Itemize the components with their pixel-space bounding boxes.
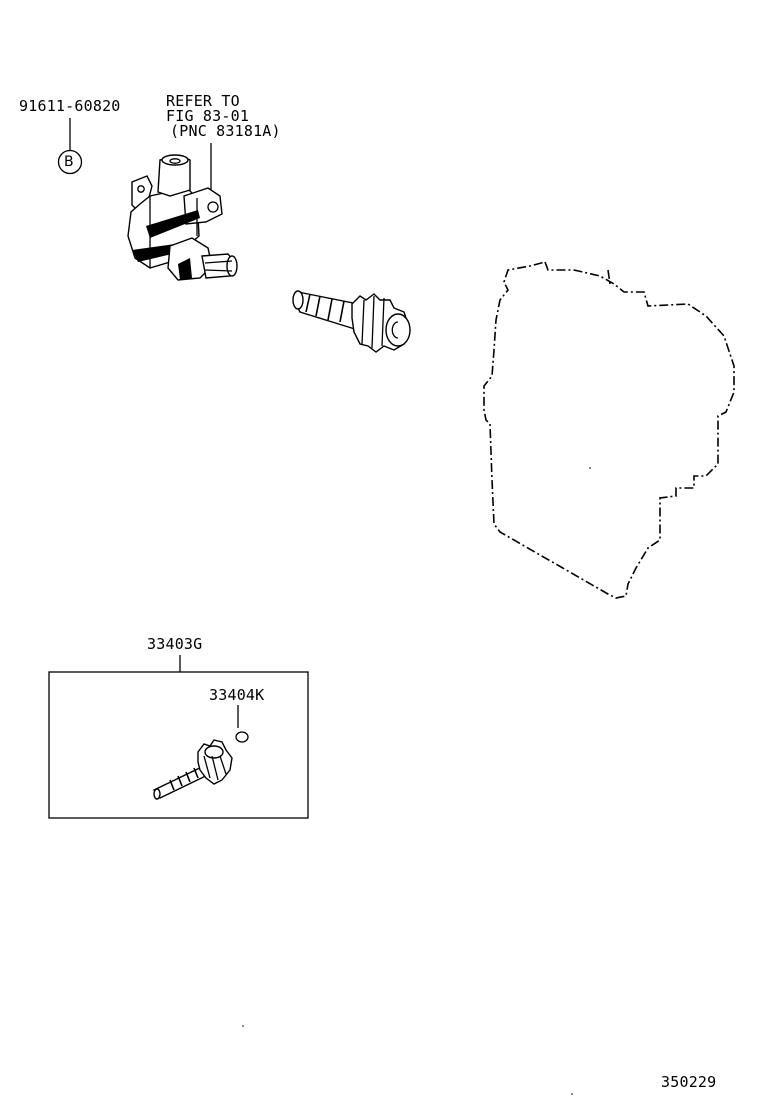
driven-gear-drawing (292, 290, 411, 353)
diagram-id: 350229 (661, 1073, 717, 1091)
bolt-part-number: 91611-60820 (19, 97, 121, 115)
circle-code-label: B (64, 154, 74, 170)
transmission-outline (483, 261, 735, 599)
drive-gear-drawing (152, 739, 233, 800)
circle-b-marker (57, 149, 83, 175)
transmission-detail-line (607, 269, 611, 285)
refer-to-line-1: REFER TO (166, 92, 240, 110)
oring-drawing (235, 731, 249, 743)
refer-to-line-3: (PNC 83181A) (170, 122, 281, 140)
gear-assy-part-number: 33403G (147, 635, 203, 653)
speed-sensor-drawing (127, 154, 238, 281)
parts-box (48, 671, 309, 819)
refer-to-line-2: FIG 83-01 (166, 107, 250, 125)
oring-part-number: 33404K (209, 686, 265, 704)
